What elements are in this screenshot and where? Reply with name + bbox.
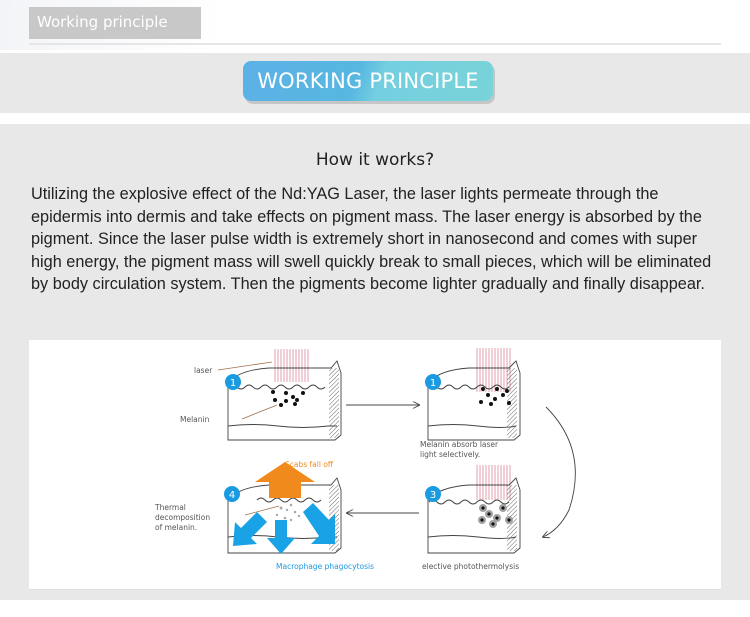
section-tab-label[interactable]: Working principle [29, 7, 201, 39]
caption-light-selectively: light selectively. [420, 450, 480, 459]
label-melanin: Melanin [180, 415, 210, 424]
label-macrophage-phagocytosis: Macrophage phagocytosis [276, 562, 374, 571]
section-title-badge: WORKING PRINCIPLE [243, 61, 493, 101]
label-decomposition: decomposition [155, 513, 210, 522]
down-arrow-left-icon [233, 512, 267, 546]
step-number: 3 [430, 490, 436, 501]
label-scabs-fall-off: Scabs fall off [285, 460, 334, 469]
working-principle-diagram: 1 laser Melanin [29, 340, 721, 590]
step-number: 4 [229, 490, 235, 501]
caption-melanin-absorb: Melanin absorb laser [420, 440, 499, 449]
step-4-panel: Scabs fall off 4 Thermal decomposition o… [154, 460, 374, 571]
up-arrow-icon [255, 462, 315, 498]
step-number: 1 [230, 378, 236, 389]
curved-arrow-icon [543, 406, 576, 537]
down-arrow-center-icon [267, 520, 295, 554]
label-laser: laser [194, 366, 213, 375]
label-of-melanin: of melanin. [155, 523, 197, 532]
step-2-panel: 1 Melanin absorb laser light selectively… [420, 348, 521, 459]
content-heading: How it works? [315, 150, 435, 170]
caption-photothermolysis: elective photothermolysis [422, 562, 519, 571]
step-badge-icon [225, 374, 241, 390]
melanin-dots [271, 390, 305, 407]
laser-beams [274, 349, 309, 382]
content-paragraph: Utilizing the explosive effect of the Nd… [31, 185, 712, 293]
divider [29, 43, 721, 45]
step-1-panel: 1 laser Melanin [180, 349, 342, 441]
melanin-fragments [275, 503, 301, 522]
label-thermal: Thermal [154, 503, 186, 512]
step-3-panel: 3 elective photothermolysis [422, 465, 521, 571]
down-arrow-right-icon [303, 503, 335, 544]
skin-side-hatch [329, 368, 339, 438]
step-number: 1 [430, 378, 436, 389]
